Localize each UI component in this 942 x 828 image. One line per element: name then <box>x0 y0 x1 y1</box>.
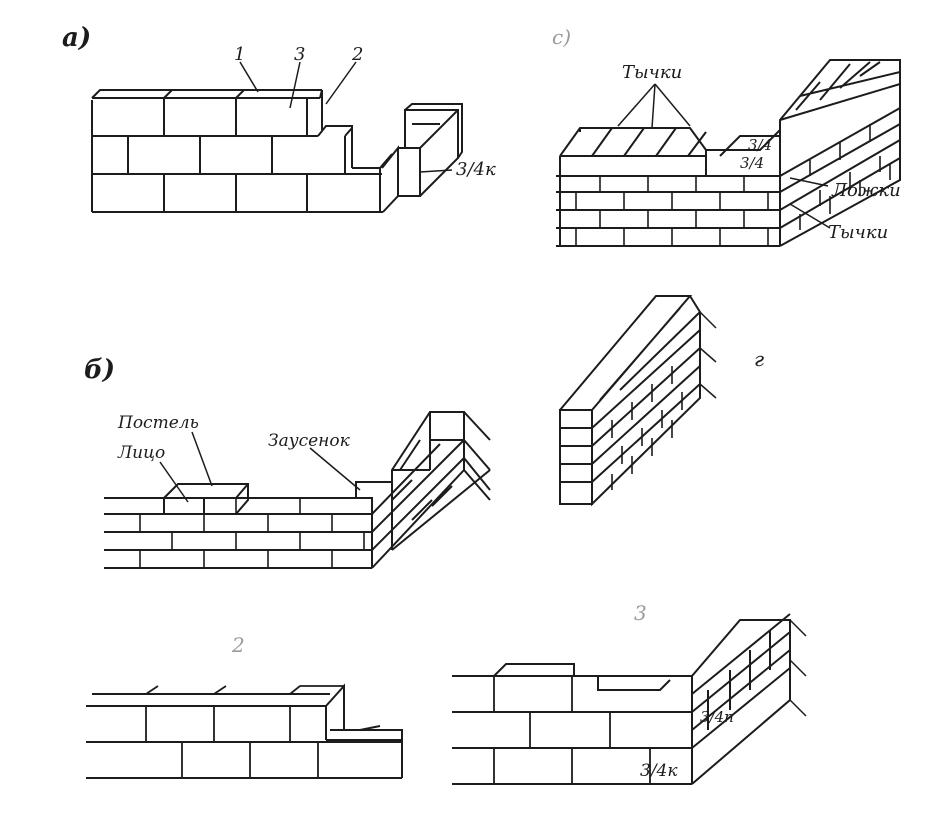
fig-f-three-quarter-2: 3/4к <box>640 761 678 781</box>
fig-c-three-quarter-2: 3/4 <box>740 154 764 172</box>
fig-a-label-3: 3 <box>294 44 305 65</box>
fig-c-letter: с) <box>552 25 571 49</box>
fig-c-front-joints <box>575 176 769 246</box>
fig-f-edge-lines <box>789 619 807 717</box>
fig-c-leaders <box>617 83 831 229</box>
fig-c-lozhki-label: Ложки <box>831 180 901 201</box>
fig-a-letter: а) <box>62 23 91 53</box>
fig-c-front-courses <box>556 156 780 247</box>
fig-e-courses <box>86 693 402 779</box>
fig-a-label-1: 1 <box>234 44 245 65</box>
fig-c-step <box>706 129 781 157</box>
fig-e-letter: 2 <box>231 633 245 657</box>
fig-b-front-joints <box>139 498 365 568</box>
fig-a-three-quarter-label: 3/4к <box>456 159 496 180</box>
fig-a-three-quarter-column <box>379 103 463 213</box>
fig-e-right-step <box>325 683 403 778</box>
fig-d-joints <box>611 366 683 490</box>
fig-c-tychki-top-label: Тычки <box>622 62 682 83</box>
fig-a-course-lines <box>91 97 383 213</box>
fig-c-three-quarter-1: 3/4 <box>748 136 772 154</box>
figure-e-wall <box>86 683 403 779</box>
fig-c-right-wing-joints <box>799 124 891 230</box>
fig-f-top-brick <box>493 663 671 691</box>
fig-b-postel-label: Постель <box>117 413 199 433</box>
fig-c-tychki-side-label: Тычки <box>828 222 888 243</box>
fig-b-right-wing-edge <box>391 411 491 551</box>
fig-b-leaders <box>159 431 361 503</box>
figure-b-corner <box>104 411 491 569</box>
fig-d-letter: г <box>754 347 764 371</box>
figure-c-corner <box>556 59 901 247</box>
fig-a-middle-course <box>127 125 353 174</box>
fig-b-litso-label: Лицо <box>117 443 165 463</box>
figure-a-wall <box>91 61 463 213</box>
fig-b-letter: б) <box>84 355 115 385</box>
fig-b-top-brick <box>163 483 249 515</box>
fig-d-edge-lines <box>699 311 717 399</box>
fig-c-top-headers <box>559 127 707 176</box>
fig-a-leaders <box>239 61 453 173</box>
fig-b-front-courses <box>104 497 372 569</box>
fig-d-front-face <box>559 409 593 505</box>
fig-e-joints <box>145 685 344 778</box>
fig-b-zausenok-label: Заусенок <box>268 431 351 451</box>
fig-f-front-joints <box>493 676 660 784</box>
fig-f-three-quarter-1: 3/4п <box>700 708 734 726</box>
fig-a-bottom-course <box>163 167 380 212</box>
fig-f-right-wing <box>691 613 791 785</box>
fig-b-right-wing <box>355 411 465 569</box>
figure-d-column <box>559 295 717 507</box>
fig-f-letter: 3 <box>634 601 647 625</box>
fig-a-label-2: 2 <box>351 44 363 65</box>
figure-f-corner <box>452 613 807 785</box>
fig-a-top-course <box>91 89 323 136</box>
fig-d-diagonal-wall <box>559 295 701 507</box>
